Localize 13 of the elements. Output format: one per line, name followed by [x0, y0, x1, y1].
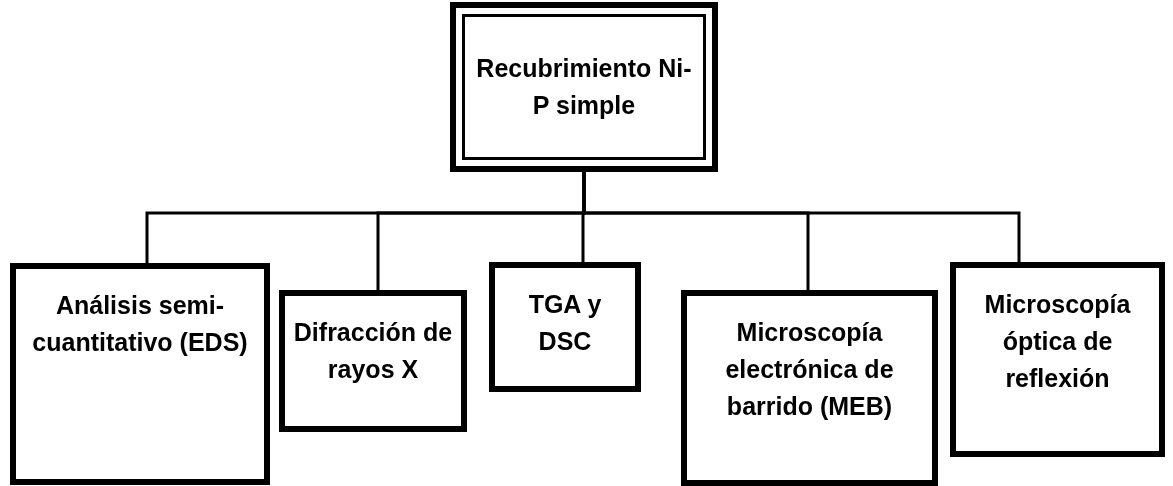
process-box — [950, 262, 1165, 457]
box-label: Recubrimiento Ni-P simple — [475, 53, 693, 121]
double-border-box — [450, 2, 718, 172]
process-box — [489, 262, 641, 392]
box-label: Análisis semi-cuantitativo (EDS) — [31, 290, 249, 358]
box-label: TGA y DSC — [527, 289, 603, 357]
process-box — [681, 290, 938, 486]
box-label: Microscopía electrónica de barrido (MEB) — [724, 317, 895, 422]
box-label: Difracción de rayos X — [293, 317, 453, 385]
process-box — [279, 290, 467, 432]
process-box — [10, 263, 270, 485]
connector-line — [582, 172, 1021, 262]
box-label: Microscopía óptica de reflexión — [983, 289, 1132, 394]
